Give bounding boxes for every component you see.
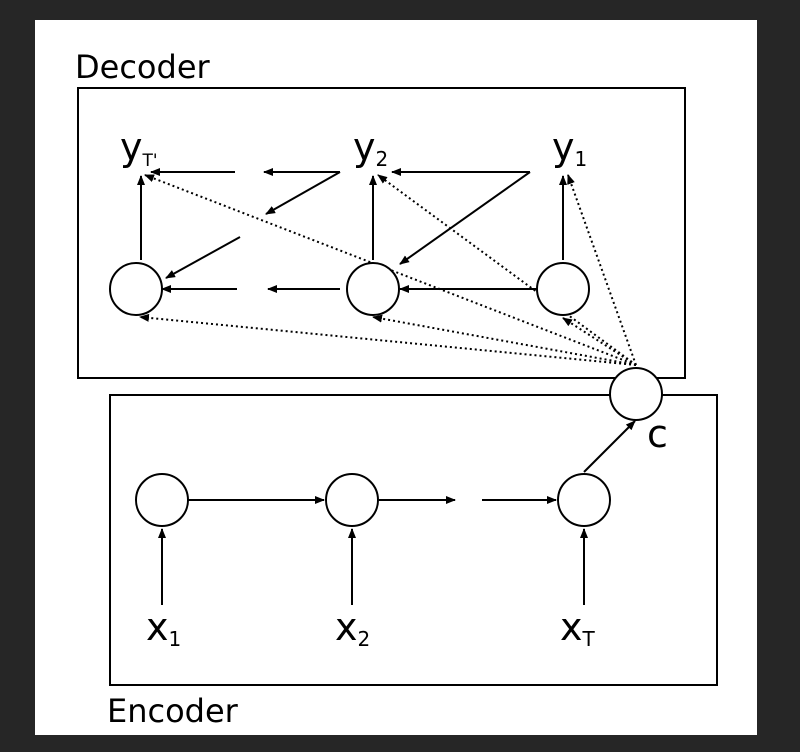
input-label-xT: xT [560,605,596,651]
diagram-canvas: Decoder Encoder yT' y2 y1 x1 x2 xT c [35,20,757,735]
encoder-state-T [557,473,611,527]
decoder-title: Decoder [75,48,211,86]
output-label-y1: y1 [552,125,587,171]
encoder-state-2 [325,473,379,527]
input-label-x1: x1 [146,605,181,651]
ellipsis-to-sT-diag-arrow [165,236,241,279]
context-to-y1-line [567,174,637,366]
decoder-box [77,87,686,379]
context-label: c [647,412,668,456]
encoder-title: Encoder [107,692,239,730]
context-vector-circle [609,367,663,421]
decoder-arrows [137,168,567,293]
encoder-state-1 [135,473,189,527]
context-to-sT-line [139,313,637,366]
context-to-s2-line [372,314,637,366]
encoder-box [109,394,718,686]
encoder-arrows [158,420,636,605]
decoder-state-2 [346,262,400,316]
output-label-y2: y2 [353,125,388,171]
decoder-state-T [109,262,163,316]
y1-to-s2-arrow [399,171,531,265]
context-attention-lines [139,174,637,366]
decoder-state-1 [536,262,590,316]
context-to-y2-line [377,174,637,366]
output-label-yT: yT' [120,125,158,171]
hT-to-context-arrow [583,420,636,473]
input-label-x2: x2 [335,605,370,651]
y2-to-ellipsis-diag-arrow [265,171,341,215]
